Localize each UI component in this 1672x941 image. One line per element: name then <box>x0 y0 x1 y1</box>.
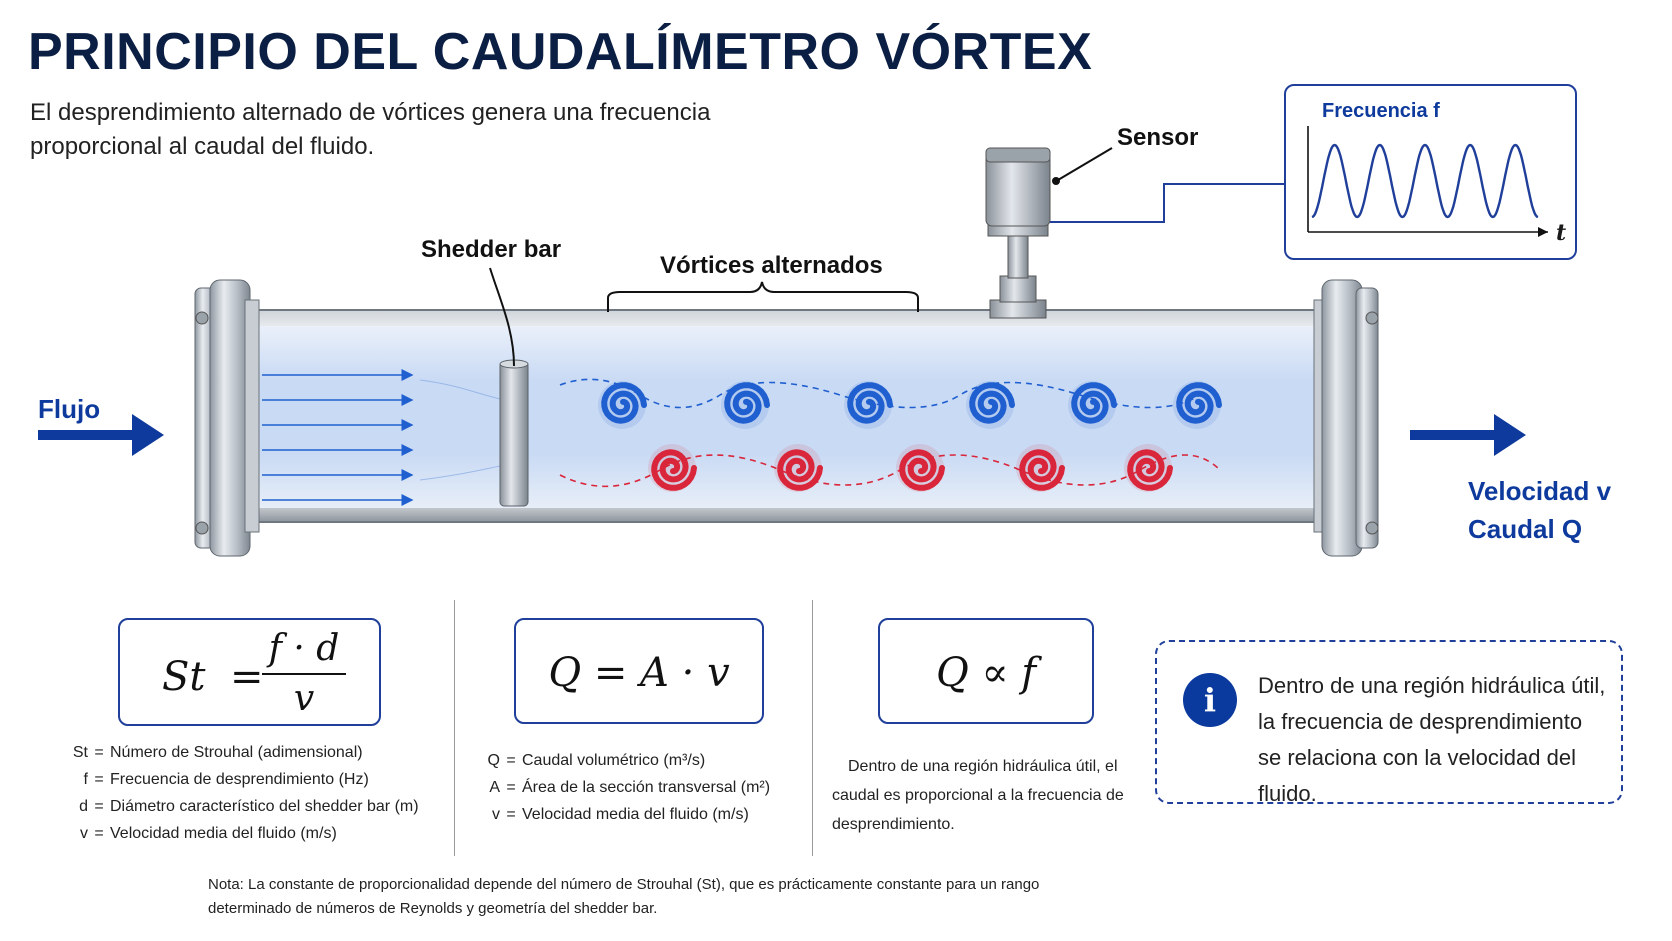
outlet-arrow-icon <box>1410 414 1526 456</box>
proportional-description: Dentro de una región hidráulica útil, el… <box>832 758 1124 833</box>
definition-text: Velocidad media del fluido (m/s) <box>110 825 337 842</box>
sensor-label: Sensor <box>1117 124 1199 151</box>
definition-symbol: v <box>80 825 88 842</box>
proportional-formula-box: Q ∝ f <box>878 618 1094 724</box>
divider-1 <box>454 600 455 856</box>
vortex-icon <box>1176 382 1222 424</box>
time-axis-label: t <box>1556 220 1567 246</box>
velocity-label: Velocidad v <box>1468 476 1612 506</box>
continuity-formula: Q = A · v <box>548 650 730 696</box>
inlet-streamlines <box>262 369 414 506</box>
definition-symbol: St <box>72 744 88 761</box>
definition-symbol: d <box>79 798 88 815</box>
vortex-icon <box>847 382 893 424</box>
info-box <box>1155 640 1623 804</box>
definition-row: v=Velocidad media del fluido (m/s) <box>72 825 419 852</box>
blue-vortex-row <box>598 381 1222 429</box>
vortex-icon <box>601 382 647 424</box>
sensor-leader-line <box>1057 147 1113 181</box>
definition-symbol: A <box>489 779 500 796</box>
vortex-icon <box>1071 382 1117 424</box>
signal-cable <box>1050 183 1284 223</box>
vortex-icon <box>899 449 945 491</box>
right-flange <box>1313 279 1379 557</box>
definition-row: Q=Caudal volumétrico (m³/s) <box>484 752 770 779</box>
flowrate-label: Caudal Q <box>1468 514 1583 544</box>
definition-row: St=Número de Strouhal (adimensional) <box>72 744 363 761</box>
vortices-label: Vórtices alternados <box>660 252 883 279</box>
strouhal-formula-box: St = f · d v <box>118 618 381 726</box>
strouhal-numerator: f · d <box>268 628 340 669</box>
sensor-assembly <box>985 147 1051 319</box>
definition-text: Caudal volumétrico (m³/s) <box>522 752 706 769</box>
left-flange <box>194 279 260 557</box>
vortex-icon <box>651 449 697 491</box>
definition-row: f=Frecuencia de desprendimiento (Hz) <box>72 771 419 798</box>
shedder-bar <box>499 359 529 507</box>
frequency-graph-title: Frecuencia f <box>1322 100 1440 122</box>
continuity-formula-box: Q = A · v <box>514 618 764 724</box>
definition-text: Frecuencia de desprendimiento (Hz) <box>110 771 369 788</box>
frequency-waveform <box>1307 126 1548 237</box>
strouhal-denominator: v <box>293 678 315 719</box>
flow-arrow-icon <box>38 414 164 456</box>
strouhal-equals: = <box>230 654 264 700</box>
shedder-leader-line <box>489 267 515 367</box>
red-vortex-row <box>648 444 1173 492</box>
proportional-formula: Q ∝ f <box>935 650 1037 696</box>
vortex-icon <box>1019 449 1065 491</box>
footnote: Nota: La constante de proporcionalidad d… <box>208 876 1040 917</box>
strouhal-definitions: St=Número de Strouhal (adimensional) f=Fr… <box>72 744 419 852</box>
definition-symbol: v <box>492 806 500 823</box>
definition-row: d=Diámetro característico del shedder ba… <box>72 798 419 825</box>
flow-label: Flujo <box>38 394 101 424</box>
vortex-icon <box>969 382 1015 424</box>
definition-text: Área de la sección transversal (m²) <box>522 779 771 796</box>
page-title: PRINCIPIO DEL CAUDALÍMETRO VÓRTEX <box>28 23 1093 81</box>
strouhal-lhs: St <box>162 654 206 700</box>
shedder-bar-label: Shedder bar <box>421 236 562 263</box>
continuity-definitions: Q=Caudal volumétrico (m³/s)A=Área de la … <box>484 752 771 833</box>
definition-symbol: Q <box>487 752 500 769</box>
fraction-bar <box>262 673 346 675</box>
definition-row: A=Área de la sección transversal (m²) <box>484 779 770 806</box>
definition-row: v=Velocidad media del fluido (m/s) <box>484 806 770 833</box>
definition-symbol: f <box>83 771 88 788</box>
vortex-meter-diagram <box>38 147 1526 557</box>
definition-text: Diámetro característico del shedder bar … <box>110 798 419 815</box>
definition-text: Número de Strouhal (adimensional) <box>110 744 363 761</box>
info-icon: i <box>1183 673 1237 727</box>
info-text: Dentro de una región hidráulica útil, la… <box>1258 673 1606 806</box>
vortex-icon <box>724 382 770 424</box>
vortex-icon <box>1127 449 1173 491</box>
divider-2 <box>812 600 813 856</box>
page-subtitle: El desprendimiento alternado de vórtices… <box>30 99 711 160</box>
definition-text: Velocidad media del fluido (m/s) <box>522 806 749 823</box>
frequency-graph-box: Frecuencia f t <box>1284 84 1577 260</box>
vortices-bracket <box>607 281 919 312</box>
vortex-icon <box>777 449 823 491</box>
